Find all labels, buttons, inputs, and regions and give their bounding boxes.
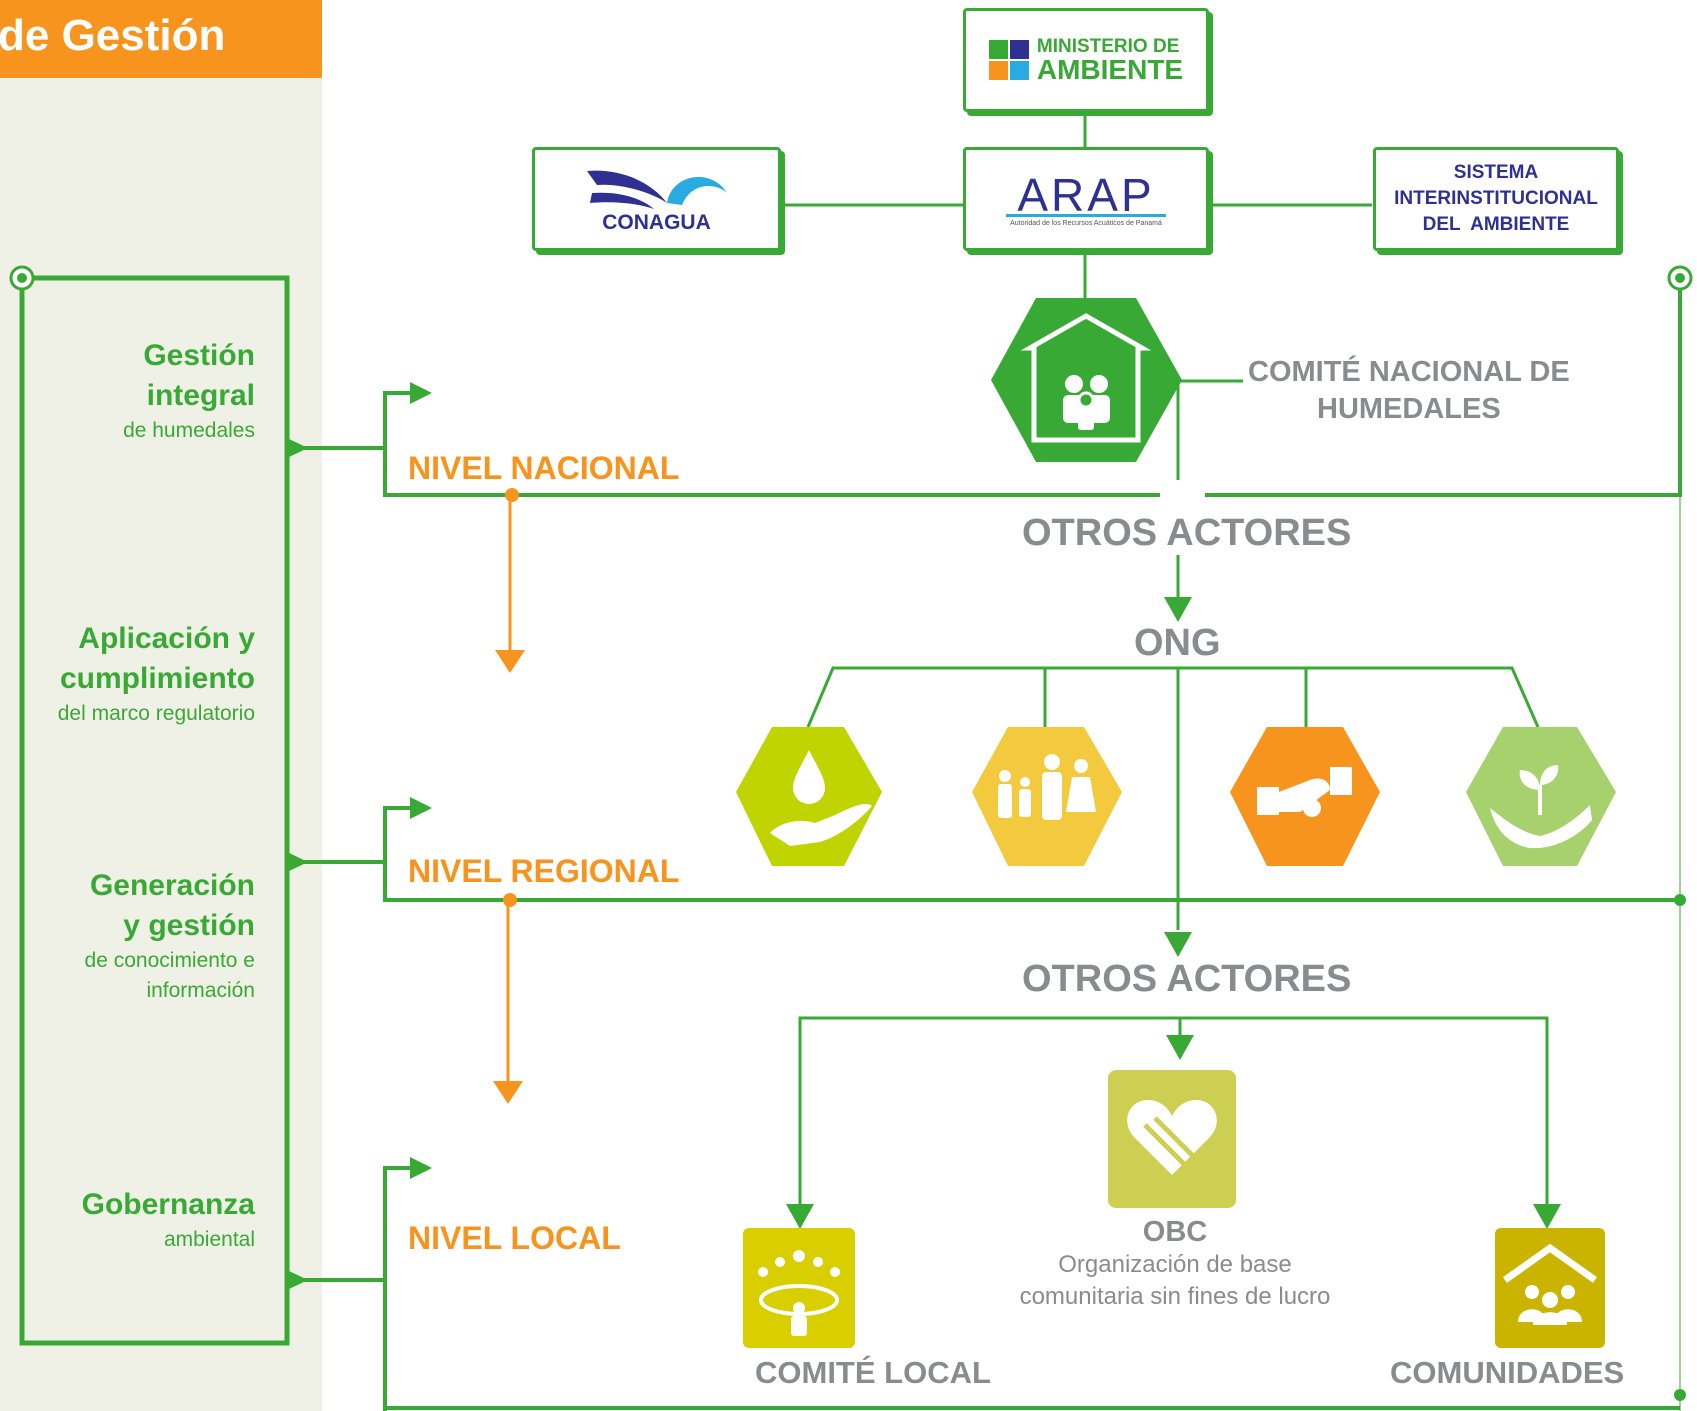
family-icon — [972, 727, 1122, 866]
sidebar-item-gobernanza: Gobernanza ambiental — [82, 1185, 255, 1255]
ong-branch — [806, 666, 1540, 728]
ong-label: ONG — [1134, 622, 1221, 664]
arap-logo: ARAP — [1017, 168, 1155, 221]
comite-nacional-line2: HUMEDALES — [1317, 393, 1501, 425]
local-branch — [798, 1016, 1549, 1205]
sistema-line2: INTERINSTITUCIONAL — [1394, 188, 1598, 209]
obc-icon — [1108, 1070, 1236, 1208]
national-bracket — [383, 391, 1160, 497]
arap-box: ARAP Autoridad de los Recursos Acuáticos… — [963, 147, 1209, 251]
local-bracket — [383, 1166, 412, 1411]
sidebar-title: Generación — [89, 869, 255, 902]
comite-nacional-label: COMITÉ NACIONAL DE HUMEDALES — [1248, 354, 1570, 428]
plant-hand-icon — [1466, 727, 1616, 866]
sidebar-subtitle: ambiental — [163, 1228, 255, 1251]
comunidades-label: COMUNIDADES — [1390, 1355, 1625, 1390]
regional-bracket — [383, 806, 1680, 902]
comite-local-label: COMITÉ LOCAL — [755, 1355, 991, 1390]
sidebar-title: cumplimiento — [59, 662, 255, 695]
arap-subtitle: Autoridad de los Recursos Acuáticos de P… — [1010, 219, 1162, 227]
sidebar-title: Gobernanza — [81, 1188, 255, 1221]
ministerio-logo-icon — [988, 40, 1029, 80]
sidebar-title: Aplicación y — [78, 622, 255, 655]
header-bar: de Gestión — [0, 0, 322, 78]
sistema-line3: DEL AMBIENTE — [1422, 214, 1570, 235]
sistema-box: SISTEMA INTERINSTITUCIONAL DEL AMBIENTE — [1373, 147, 1619, 251]
level-regional: NIVEL REGIONAL — [408, 853, 680, 889]
side-frame — [19, 275, 290, 1346]
comite-local-icon — [743, 1228, 855, 1348]
conagua-label: CONAGUA — [602, 211, 711, 234]
sidebar-subtitle: información — [146, 979, 255, 1002]
sidebar-item-gestion: Gestión integral de humedales — [123, 336, 255, 446]
sistema-line1: SISTEMA — [1453, 162, 1539, 183]
water-hand-icon — [736, 727, 882, 866]
obc-line1: Organización de base — [1058, 1251, 1292, 1278]
sidebar-subtitle: del marco regulatorio — [57, 702, 255, 725]
side-panel — [0, 0, 322, 1411]
comite-nacional-icon — [991, 298, 1182, 462]
obc-line2: comunitaria sin fines de lucro — [1019, 1283, 1331, 1310]
level-national: NIVEL NACIONAL — [408, 450, 680, 486]
header-title: de Gestión — [0, 11, 226, 60]
arrow-to-otros-2 — [1164, 932, 1192, 957]
sidebar-subtitle: de humedales — [123, 419, 255, 442]
conagua-box: CONAGUA — [532, 147, 781, 251]
sidebar-title: integral — [146, 379, 255, 412]
sidebar-title: y gestión — [123, 909, 255, 942]
level-local: NIVEL LOCAL — [408, 1220, 621, 1256]
ministerio-line2: AMBIENTE — [1036, 53, 1184, 85]
otros-actores-2: OTROS ACTORES — [1022, 958, 1352, 1000]
otros-actores-1: OTROS ACTORES — [1022, 512, 1352, 554]
conagua-logo-icon — [586, 170, 727, 209]
comite-nacional-line1: COMITÉ NACIONAL DE — [1248, 356, 1570, 388]
comunidades-icon — [1495, 1228, 1605, 1348]
obc-title: OBC — [1142, 1216, 1208, 1248]
ministerio-line1: MINISTERIO DE — [1036, 35, 1180, 57]
arrow-to-ong — [1164, 597, 1192, 622]
sidebar-subtitle: de conocimiento e — [84, 949, 255, 972]
sidebar-item-generacion: Generación y gestión de conocimiento e i… — [85, 866, 255, 1006]
handshake-icon — [1230, 727, 1380, 866]
obc-text: OBC Organización de base comunitaria sin… — [1000, 1216, 1350, 1313]
sidebar-title: Gestión — [143, 339, 255, 372]
sidebar-item-aplicacion: Aplicación y cumplimiento del marco regu… — [58, 619, 255, 729]
ministerio-box: MINISTERIO DE AMBIENTE — [963, 8, 1209, 112]
